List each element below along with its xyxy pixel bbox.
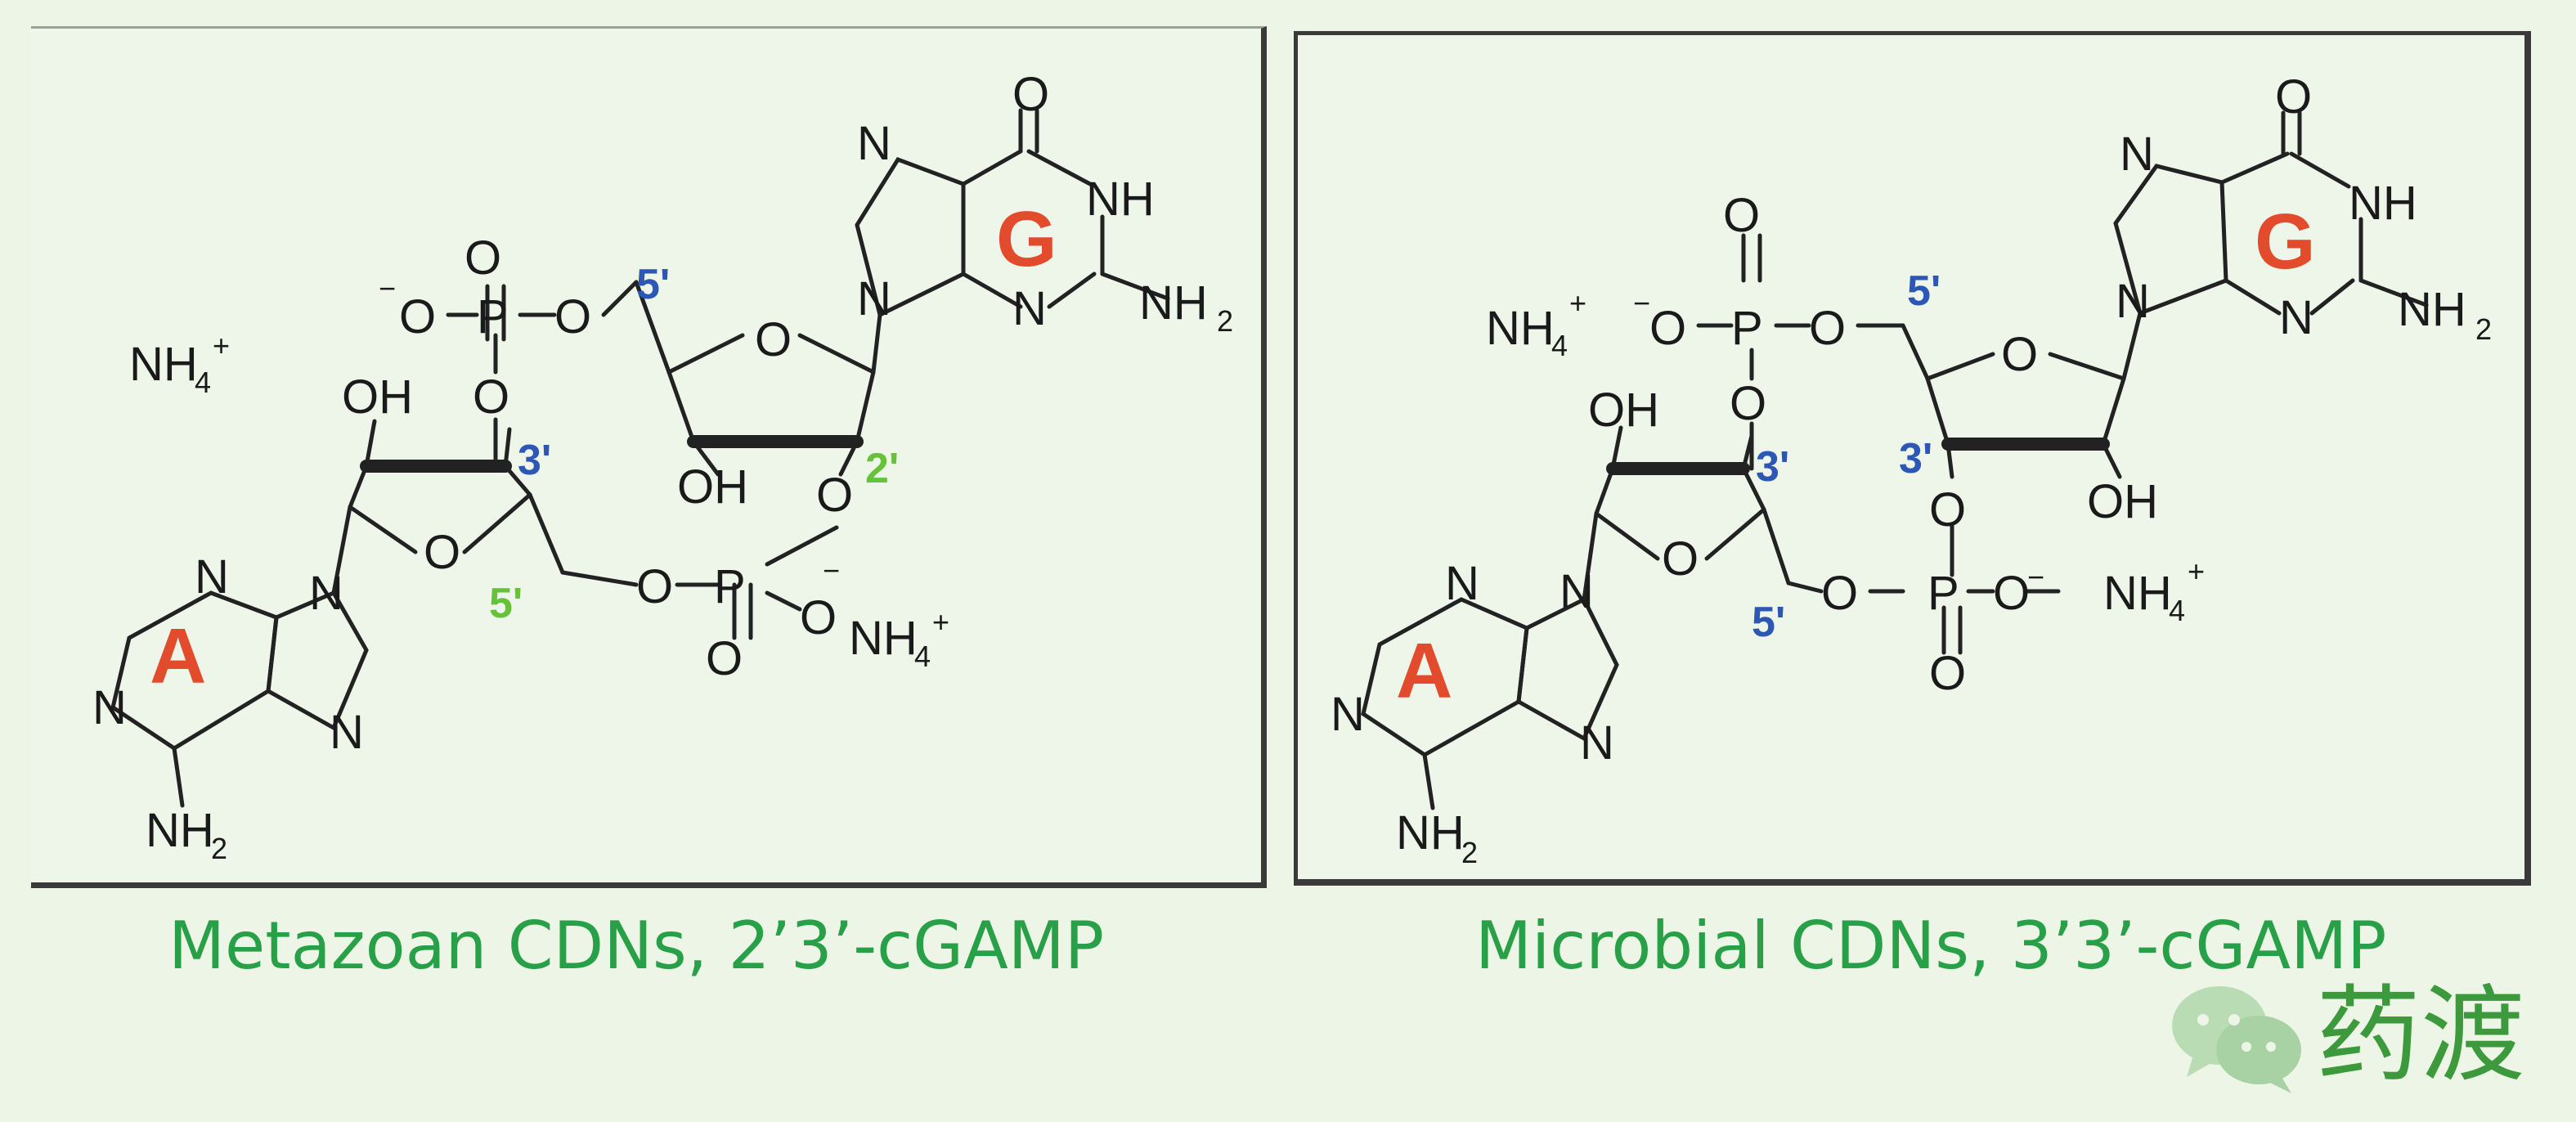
- atom: O: [1993, 567, 2030, 620]
- atom: NH: [849, 612, 918, 665]
- subscript: 2: [1217, 304, 1233, 338]
- subscript: 2: [2475, 312, 2492, 346]
- subscript: 4: [195, 366, 211, 399]
- atom: O: [473, 370, 509, 424]
- atom: N: [1012, 282, 1047, 335]
- atom: O: [2275, 70, 2312, 123]
- position-label: 3': [1899, 435, 1932, 482]
- charge: −: [823, 554, 840, 587]
- base-label-a: A: [1396, 627, 1452, 715]
- atom: OH: [342, 370, 413, 424]
- charge: +: [2188, 554, 2205, 588]
- subscript: 4: [914, 640, 931, 673]
- atom: NH: [1486, 302, 1555, 355]
- watermark-text: 药渡: [2316, 975, 2526, 1097]
- position-label: 5': [1752, 599, 1785, 646]
- watermark: 药渡: [2169, 975, 2537, 1097]
- charge: +: [1569, 286, 1586, 320]
- position-label: 3': [518, 437, 551, 484]
- atom: O: [554, 290, 591, 343]
- atom: O: [464, 231, 501, 285]
- atom: O: [2001, 328, 2038, 381]
- position-label: 5': [636, 261, 670, 308]
- atom: N: [195, 550, 229, 604]
- atom: N: [2279, 291, 2313, 344]
- structure-2-3-cgamp: O O − P O O O OH OH O O P O O O − N N NH…: [92, 68, 1233, 865]
- caption-microbial: Microbial CDNs, 3’3’-cGAMP: [1475, 908, 2387, 984]
- panel-metazoan: O O − P O O O OH OH O O P O O O − N N NH…: [31, 26, 1267, 888]
- atom: O: [1821, 567, 1858, 620]
- atom: N: [1331, 688, 1365, 741]
- atom: NH: [2398, 283, 2466, 336]
- atom: O: [1649, 302, 1686, 355]
- panel-microbial: O O − P O O O OH OH O O P O O O − N N NH…: [1294, 31, 2531, 886]
- atom: OH: [1588, 384, 1659, 437]
- atom: N: [309, 567, 343, 620]
- atom: O: [1662, 532, 1699, 586]
- atom: NH: [1396, 806, 1465, 859]
- atom: O: [816, 469, 853, 522]
- atom: N: [1560, 565, 1594, 618]
- atom: O: [1730, 377, 1766, 430]
- charge: −: [2027, 560, 2044, 594]
- atom: O: [1929, 647, 1966, 700]
- charge: +: [932, 605, 949, 639]
- atom: O: [800, 591, 837, 644]
- atom: P: [477, 290, 509, 343]
- atom: N: [857, 117, 891, 170]
- charge: +: [213, 329, 230, 362]
- atom: O: [636, 560, 673, 613]
- position-label: 2': [865, 445, 899, 492]
- atom: N: [1580, 716, 1614, 770]
- position-label: 5': [489, 580, 523, 627]
- base-label-g: G: [996, 195, 1057, 283]
- subscript: 2: [1461, 836, 1478, 869]
- atom: N: [2120, 128, 2154, 181]
- subscript: 4: [2169, 594, 2185, 627]
- charge: −: [1633, 286, 1650, 320]
- atom: N: [2116, 275, 2150, 328]
- caption-metazoan: Metazoan CDNs, 2’3’-cGAMP: [168, 908, 1105, 984]
- atom: O: [399, 290, 436, 343]
- position-label: 3': [1756, 443, 1789, 491]
- base-label-a: A: [150, 613, 206, 700]
- structure-3-3-cgamp: O O − P O O O OH OH O O P O O O − N N NH…: [1331, 70, 2492, 869]
- atom: N: [1445, 557, 1479, 610]
- atom: O: [706, 632, 743, 685]
- atom: O: [1012, 68, 1049, 121]
- atom: O: [755, 313, 792, 366]
- atom: P: [714, 560, 746, 613]
- atom: NH: [2103, 567, 2172, 620]
- atom: NH: [1139, 276, 1208, 330]
- wechat-icon: [2172, 986, 2301, 1093]
- atom: N: [857, 272, 891, 325]
- charge: −: [379, 272, 396, 305]
- atom: OH: [2087, 475, 2158, 528]
- atom: O: [424, 526, 460, 579]
- atom: NH: [2349, 177, 2417, 230]
- subscript: 4: [1551, 329, 1568, 362]
- atom: O: [1929, 483, 1966, 536]
- atom: N: [92, 681, 127, 734]
- atom: NH: [129, 338, 198, 391]
- atom: N: [330, 706, 364, 759]
- atom: NH: [1086, 173, 1155, 226]
- position-label: 5': [1907, 267, 1941, 315]
- atom: O: [1723, 189, 1760, 242]
- atom: NH: [146, 804, 214, 857]
- base-label-g: G: [2255, 198, 2316, 285]
- atom: P: [1928, 567, 1959, 620]
- atom: P: [1731, 302, 1763, 355]
- subscript: 2: [211, 832, 227, 865]
- atom: O: [1809, 302, 1846, 355]
- atom: OH: [677, 460, 748, 514]
